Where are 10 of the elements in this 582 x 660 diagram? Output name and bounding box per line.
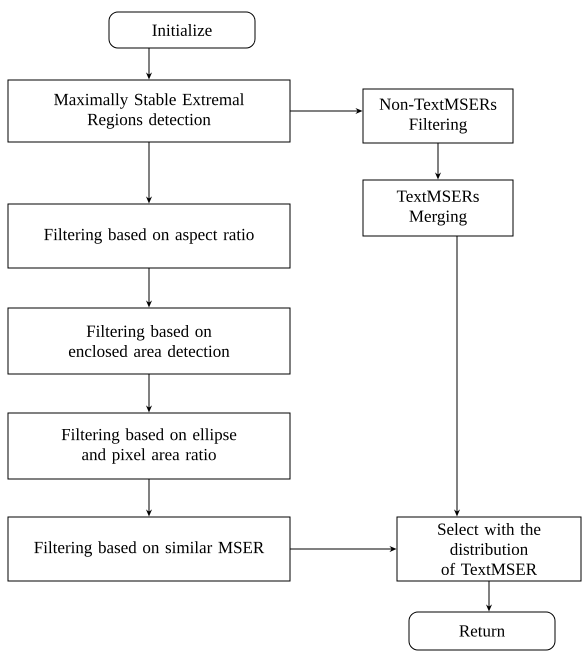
process-box: Filtering based on ellipse and pixel area ratio [8,412,290,480]
process-box: Filtering based on enclosed area detection [8,308,290,374]
terminal-box: Initialize [108,12,256,48]
process-box: Maximally Stable Extremal Regions detection [8,80,290,142]
terminal-box: Return [408,612,556,650]
process-box: Filtering based on similar MSER [8,516,290,582]
process-box: Filtering based on aspect ratio [8,204,290,268]
process-box: Select with the distribution of TextMSER [396,516,582,582]
process-box: TextMSERs Merging [362,180,514,236]
process-box: Non-TextMSERs Filtering [362,88,514,144]
